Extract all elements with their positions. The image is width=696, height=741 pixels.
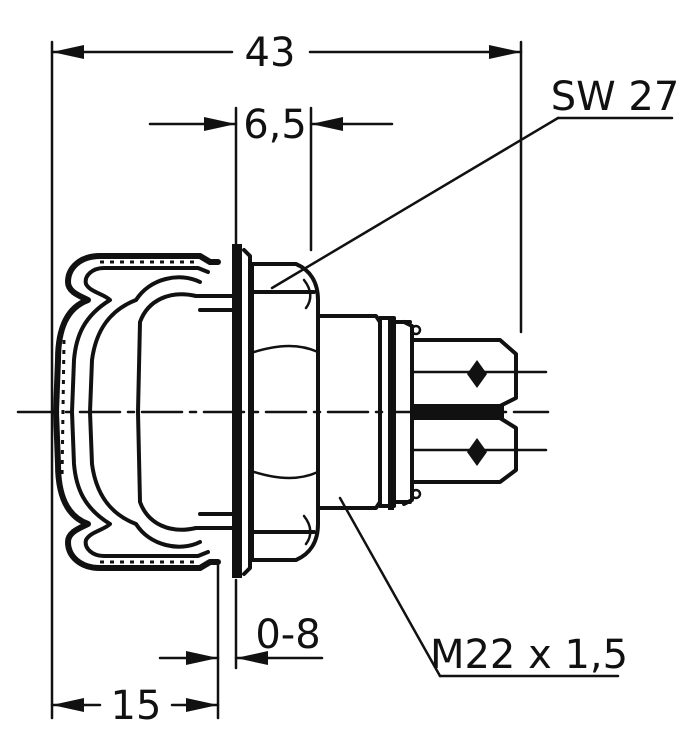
dimension-panel-thickness: 0-8 — [158, 563, 324, 720]
hex-nut — [250, 262, 320, 562]
dimension-label-6-5: 6,5 — [243, 102, 307, 148]
dimension-label-0-8: 0-8 — [255, 612, 320, 658]
terminal-tabs — [410, 338, 548, 484]
callout-wrench-size: SW 27 — [270, 74, 680, 290]
callout-label-m22: M22 x 1,5 — [430, 632, 628, 678]
dimension-cap-depth: 15 — [50, 683, 220, 729]
dimension-flange-width: 6,5 — [148, 102, 394, 252]
rubber-cap — [53, 253, 221, 571]
dimension-label-15: 15 — [111, 683, 162, 729]
callout-label-sw27: SW 27 — [551, 74, 680, 120]
dimension-overall-length: 43 — [50, 30, 523, 720]
callout-thread: M22 x 1,5 — [338, 496, 628, 678]
mounting-flange — [232, 244, 252, 578]
switch-body — [194, 294, 240, 530]
dimension-label-43: 43 — [245, 30, 296, 76]
